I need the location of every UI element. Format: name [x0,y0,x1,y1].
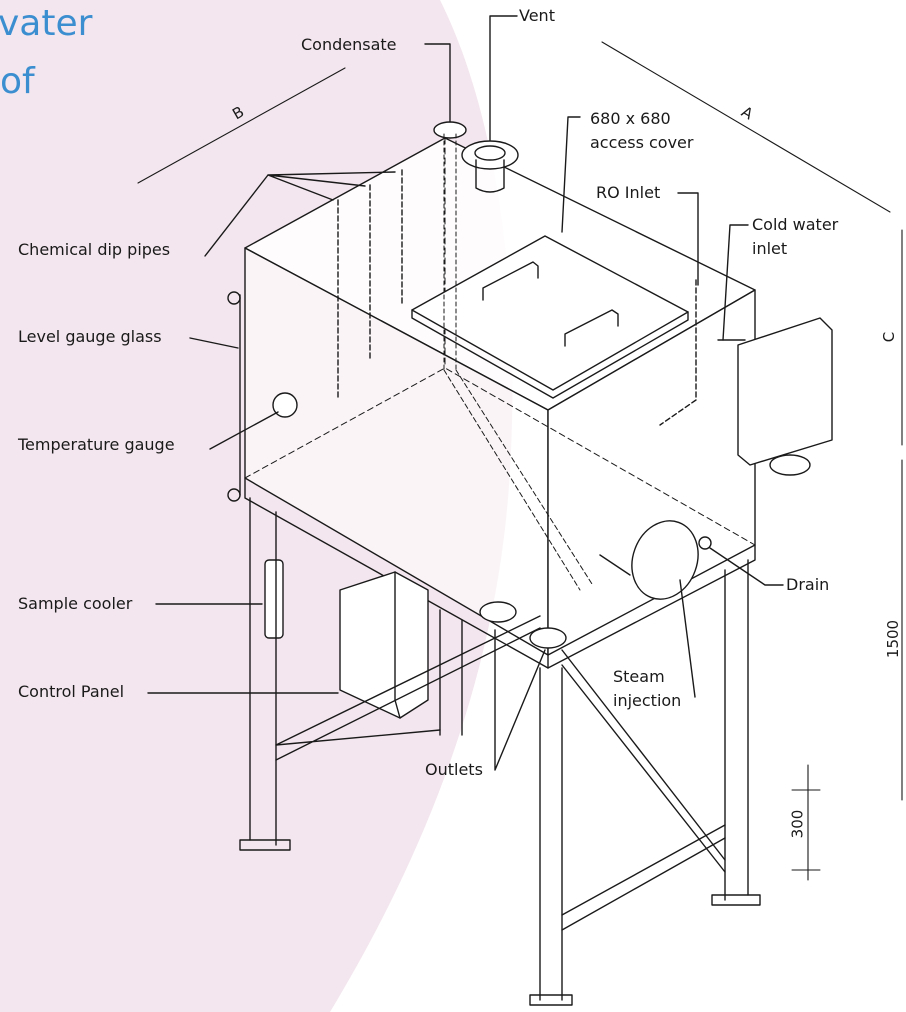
label-vent: Vent [519,6,555,25]
drain [698,536,712,550]
outlet-1 [479,601,517,623]
label-cold-water-1: Cold water [752,215,839,234]
label-control-panel: Control Panel [18,682,125,701]
steam-injection-flange [631,520,699,600]
label-steam-injection-2: injection [613,691,682,710]
cover-handle-1 [482,261,539,301]
condensate-flange [433,121,467,139]
dim-label-1500: 1500 [884,619,903,659]
stand-leg-right [724,559,749,901]
label-access-cover-2: access cover [590,133,694,152]
label-condensate: Condensate [301,35,397,54]
temperature-gauge [272,392,298,418]
stand-braces [275,615,726,931]
foot-plates [239,839,761,1006]
label-steam-injection-1: Steam [613,667,665,686]
hidden-edges [244,137,756,546]
side-control-box [737,317,833,466]
heading-line-1: vater [0,3,93,44]
dim-label-300: 300 [788,809,807,839]
vent-flange [461,140,519,170]
label-temperature-gauge: Temperature gauge [18,435,175,454]
label-outlets: Outlets [425,760,483,779]
stand-leg-back-left [249,497,277,846]
stand-leg-mid [439,609,463,736]
heading-line-2: of [0,61,35,102]
stand-leg-front [539,667,563,1001]
cover-handle-2 [564,309,619,347]
label-level-gauge-glass: Level gauge glass [18,327,162,346]
label-cold-water-2: inlet [752,239,788,258]
label-drain: Drain [786,575,830,594]
label-chemical-dip-pipes: Chemical dip pipes [18,240,171,259]
dim-label-c: C [880,331,899,343]
label-access-cover-1: 680 x 680 [590,109,671,128]
outlet-2 [529,627,567,649]
label-ro-inlet: RO Inlet [596,183,661,202]
dim-a-line [601,41,891,213]
label-sample-cooler: Sample cooler [18,594,133,613]
control-panel [339,571,429,719]
ro-inlet-pipe [659,279,697,426]
dim-b-line [137,67,346,184]
sample-cooler [264,559,284,639]
